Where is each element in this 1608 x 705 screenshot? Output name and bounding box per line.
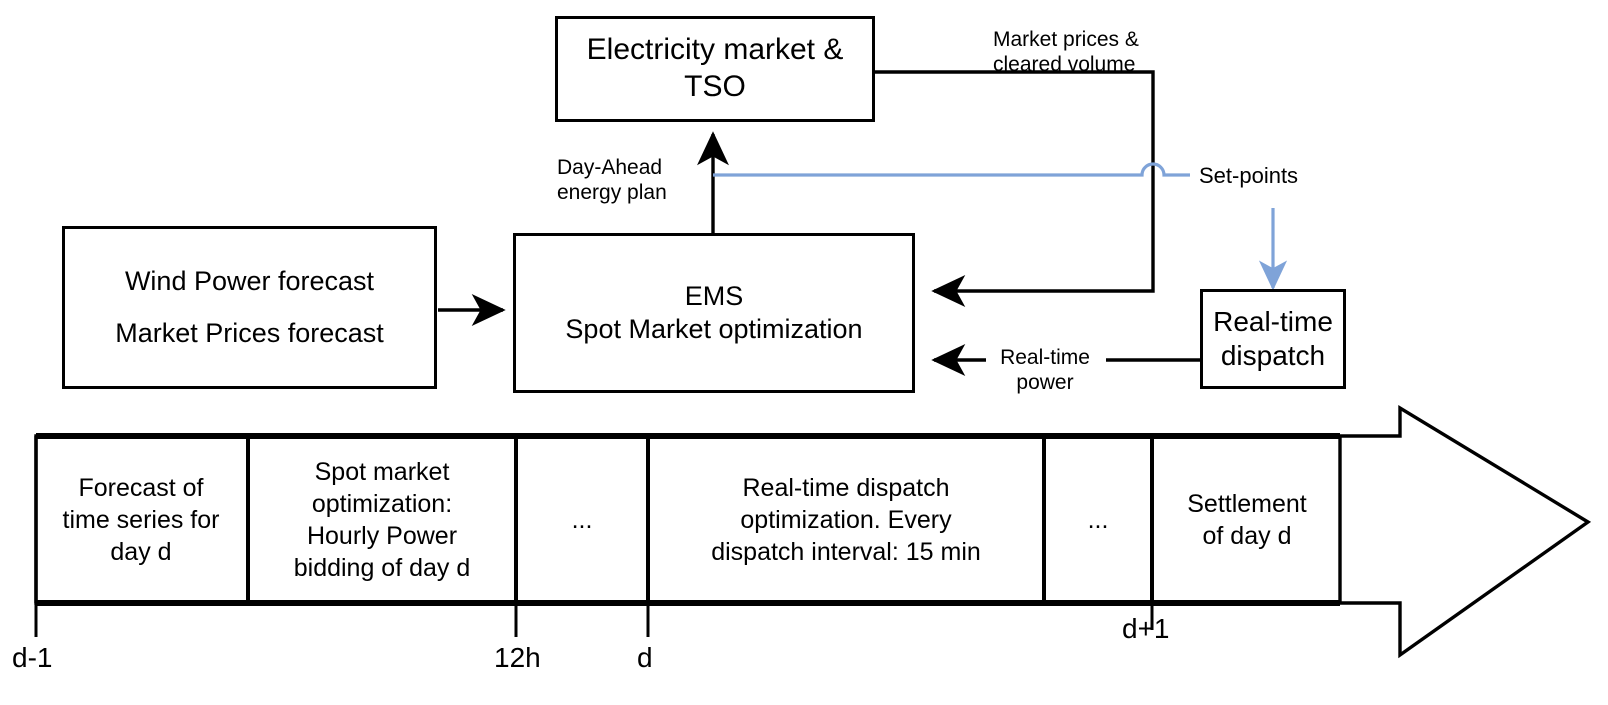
timeline-cell-gap-1-text: ... — [571, 505, 593, 534]
timeline-cell-forecast[interactable]: Forecast of time series for day d — [36, 436, 248, 603]
timeline-cell-spot-line-4: bidding of day d — [293, 553, 471, 582]
edge-label-day-ahead-line-1: Day-Ahead — [557, 156, 663, 179]
timeline-cell-spot-market[interactable]: Spot market optimization: Hourly Power b… — [248, 436, 516, 603]
timeline-cell-forecast-line-3: day d — [110, 537, 172, 566]
timeline-cell-spot-line-3: Hourly Power — [306, 521, 458, 550]
timeline-cell-rtd-line-2: optimization. Every — [740, 505, 952, 534]
block-dispatch-line-1: Real-time — [1213, 305, 1333, 337]
block-dispatch-line-2: dispatch — [1220, 340, 1326, 371]
edge-label-day-ahead-line-2: energy plan — [557, 181, 667, 205]
timeline-cell-gap-1[interactable]: ... — [516, 436, 648, 603]
block-market-line-1: Electricity market & — [586, 33, 844, 67]
timeline-cell-spot-line-1: Spot market — [314, 457, 450, 486]
block-electricity-market-tso[interactable]: Electricity market & TSO — [555, 16, 875, 122]
block-forecast-line-2: Market Prices forecast — [115, 318, 384, 349]
timeline-tick-label-d: d — [637, 642, 653, 673]
timeline-band: Forecast of time series for day d Spot m… — [36, 436, 1340, 603]
timeline-cell-forecast-line-2: time series for — [62, 505, 220, 534]
edge-label-market-prices-line-2: cleared volume — [993, 53, 1136, 77]
timeline-tick-label-d-minus-1: d-1 — [12, 642, 53, 673]
timeline-cell-forecast-line-1: Forecast of — [78, 473, 204, 502]
timeline-cell-gap-2[interactable]: ... — [1044, 436, 1152, 603]
block-market-line-2: TSO — [684, 70, 746, 103]
timeline-cell-settlement-line-1: Settlement — [1187, 489, 1307, 518]
edge-label-market-prices-line-1: Market prices & — [993, 28, 1139, 51]
block-forecast-inputs[interactable]: Wind Power forecast Market Prices foreca… — [62, 226, 437, 389]
timeline-cell-settlement[interactable]: Settlement of day d — [1152, 436, 1340, 603]
timeline-cell-rtd-line-3: dispatch interval: 15 min — [711, 537, 981, 566]
edge-setpoints-horizontal — [713, 162, 1190, 177]
timeline-tick-label-12h: 12h — [494, 642, 541, 673]
edge-label-real-time-power: Real-time power — [1000, 346, 1090, 395]
block-forecast-line-1: Wind Power forecast — [124, 265, 375, 296]
block-real-time-dispatch[interactable]: Real-time dispatch — [1200, 289, 1346, 389]
timeline-tick-label-d-plus-1: d+1 — [1122, 613, 1170, 644]
edge-label-day-ahead-energy-plan: Day-Ahead energy plan — [557, 155, 667, 206]
timeline-cell-rtd-line-1: Real-time dispatch — [742, 473, 950, 502]
edge-label-set-points: Set-points — [1199, 163, 1299, 188]
block-ems-line-1: EMS — [684, 281, 744, 312]
block-ems-line-2: Spot Market optimization — [565, 314, 863, 344]
timeline-cell-gap-2-text: ... — [1087, 505, 1109, 534]
timeline-cell-spot-line-2: optimization: — [311, 489, 453, 518]
edge-market-to-ems — [873, 70, 1155, 307]
timeline-cell-real-time-dispatch[interactable]: Real-time dispatch optimization. Every d… — [648, 436, 1044, 603]
timeline-cell-settlement-line-2: of day d — [1202, 521, 1292, 550]
edge-label-market-prices: Market prices & cleared volume — [993, 27, 1139, 77]
block-ems-spot-market-optimization[interactable]: EMS Spot Market optimization — [513, 233, 915, 393]
